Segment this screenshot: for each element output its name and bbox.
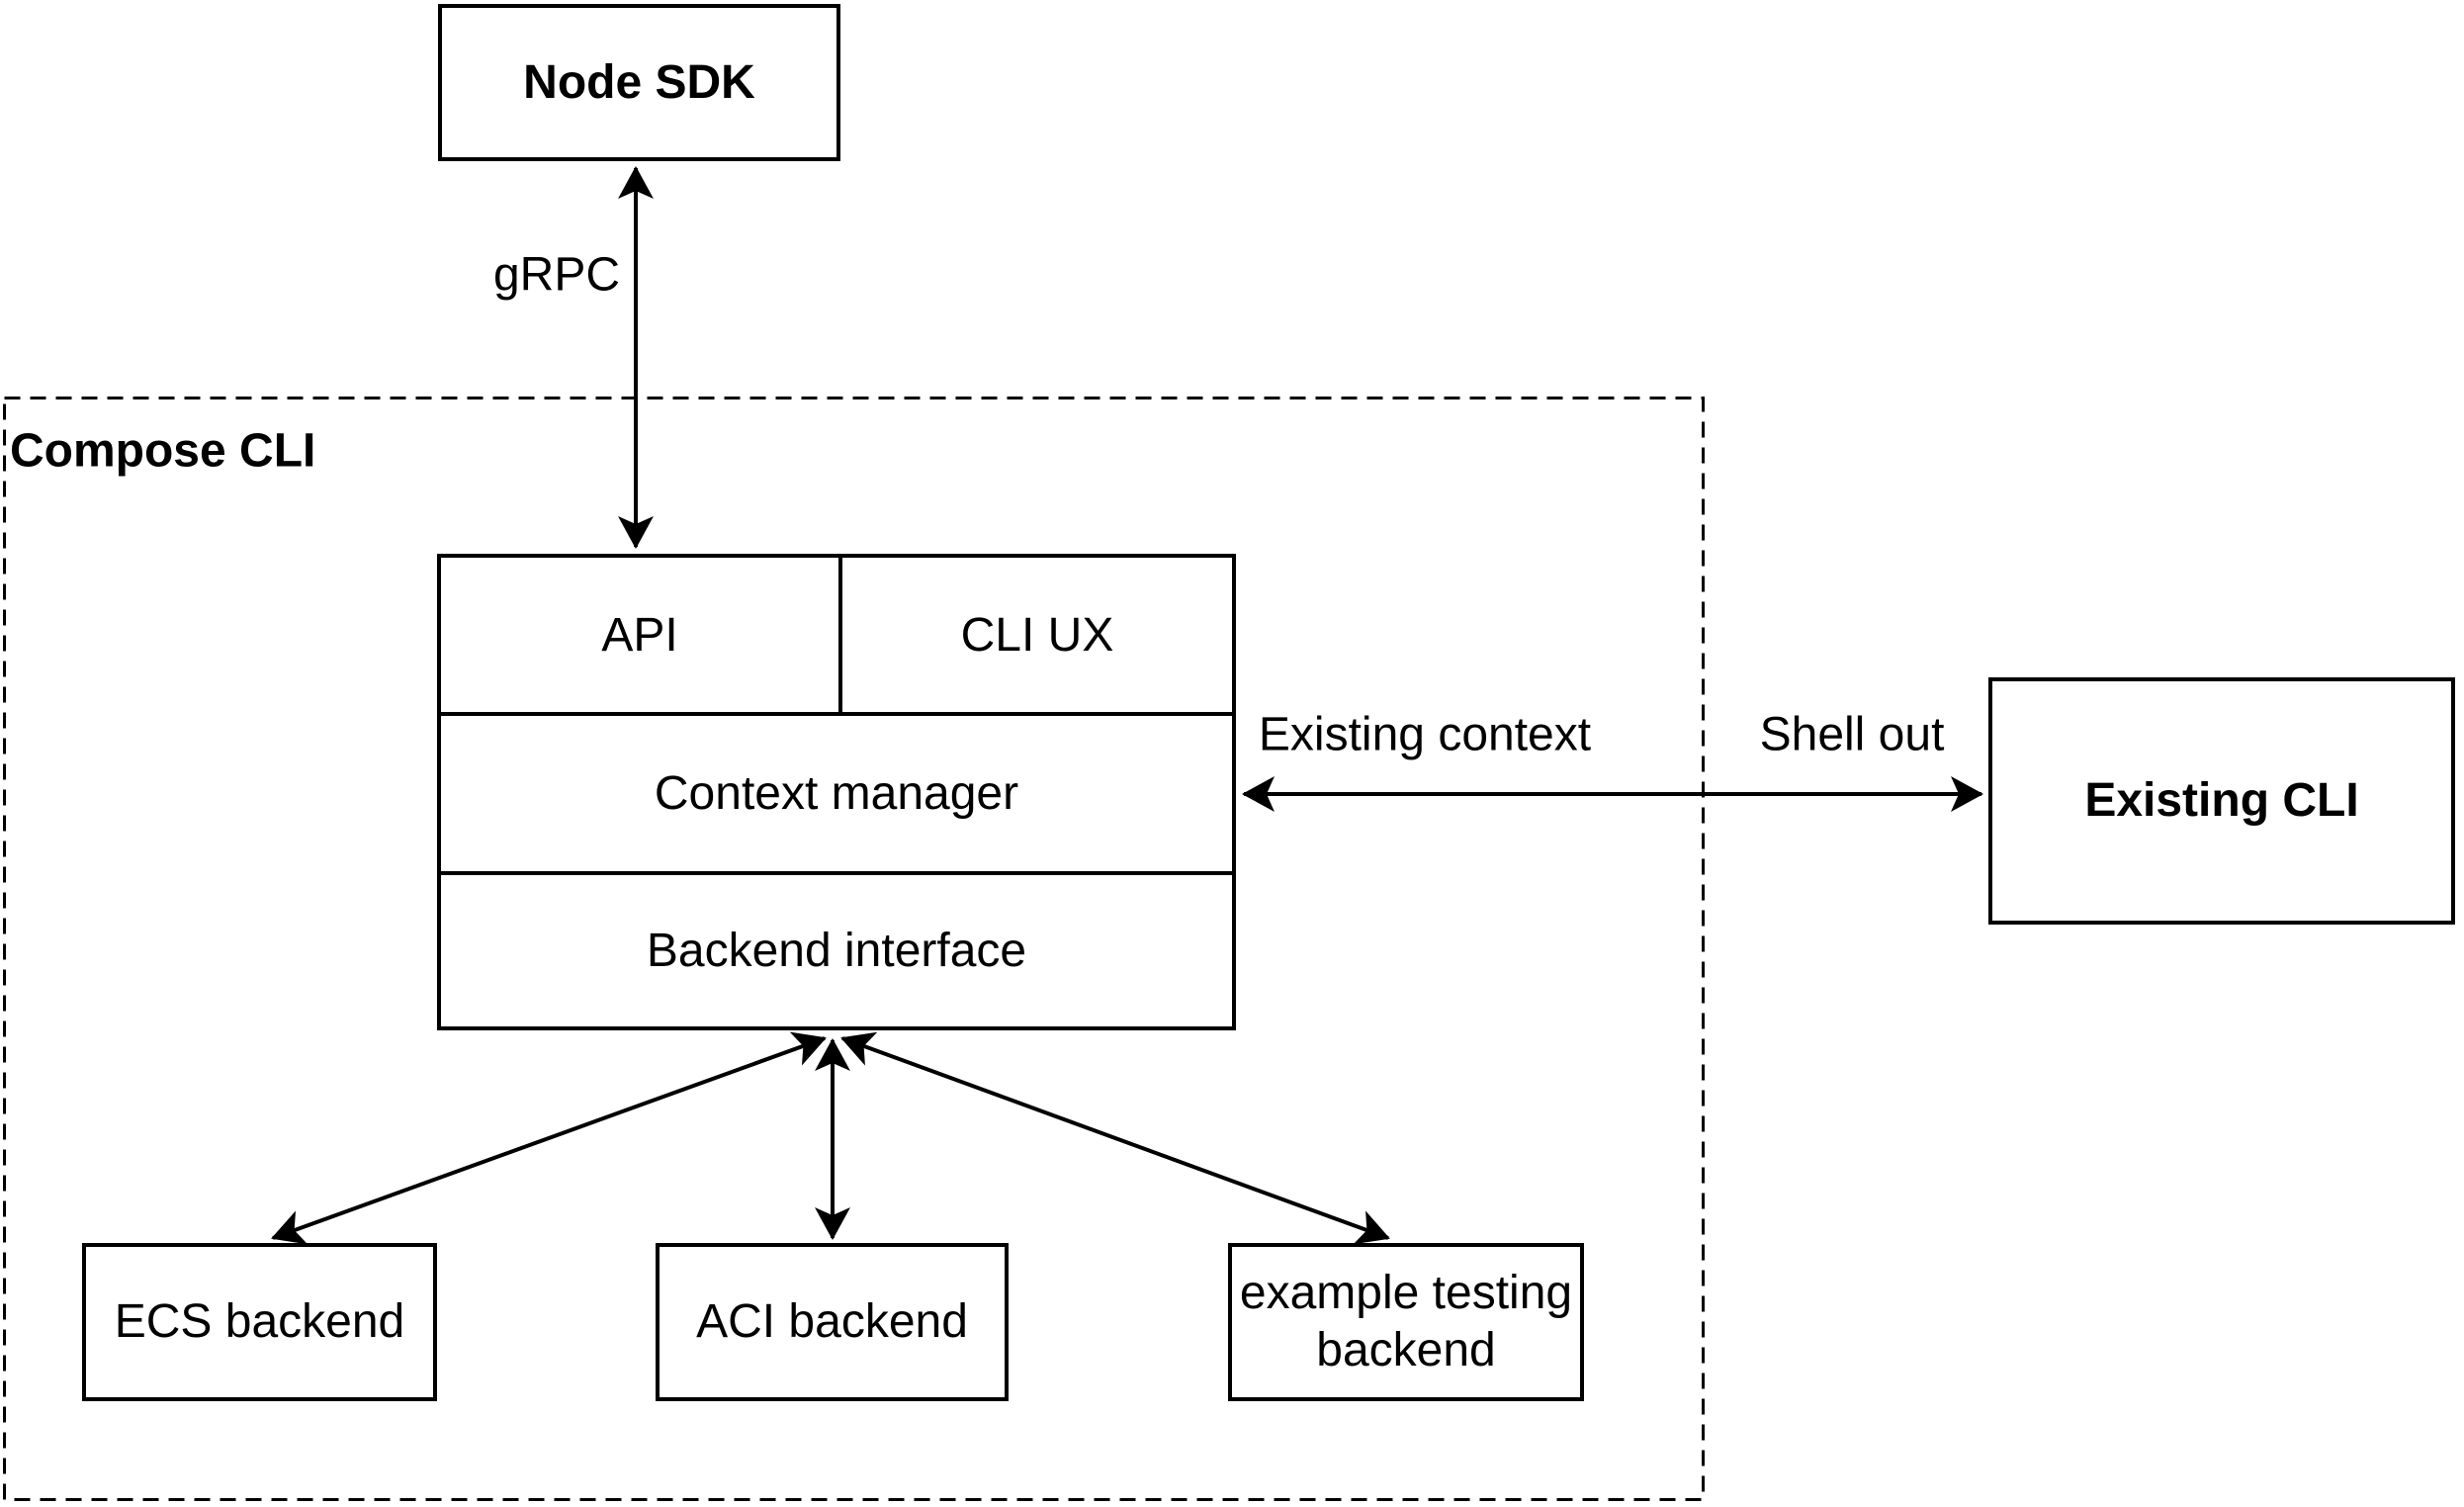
example-testing-backend-label: example testing backend (1239, 1267, 1573, 1376)
backend-ecs-arrow (271, 1031, 827, 1245)
existing-cli-label: Existing CLI (2084, 774, 2359, 828)
cli-ux-cell: CLI UX (842, 558, 1232, 712)
existing-cli-box: Existing CLI (1988, 677, 2455, 925)
backend-interface-label: Backend interface (646, 925, 1027, 977)
backend-example-arrow (840, 1031, 1390, 1245)
cli-ux-label: CLI UX (960, 608, 1114, 662)
aci-backend-label: ACI backend (696, 1295, 968, 1349)
ecs-backend-label: ECS backend (114, 1295, 405, 1349)
compose-cli-container-label: Compose CLI (10, 424, 316, 478)
compose-cli-core-box: API CLI UX Context manager Backend inter… (437, 554, 1236, 1030)
context-manager-label: Context manager (654, 767, 1019, 820)
node-sdk-box: Node SDK (438, 4, 840, 161)
backend-interface-cell: Backend interface (441, 875, 1232, 1026)
api-cliux-row: API CLI UX (441, 558, 1232, 716)
compose-cli-dashed-border (3, 397, 1705, 1501)
existing-context-edge-label: Existing context (1258, 708, 1592, 761)
aci-backend-box: ACI backend (656, 1243, 1009, 1401)
shell-out-edge-label: Shell out (1759, 708, 1945, 761)
api-cell: API (441, 558, 842, 712)
node-sdk-label: Node SDK (523, 55, 755, 109)
grpc-edge-label: gRPC (492, 248, 621, 302)
api-label: API (601, 608, 678, 662)
ecs-backend-box: ECS backend (82, 1243, 437, 1401)
context-manager-cell: Context manager (441, 716, 1232, 875)
example-testing-backend-box: example testing backend (1228, 1243, 1584, 1401)
